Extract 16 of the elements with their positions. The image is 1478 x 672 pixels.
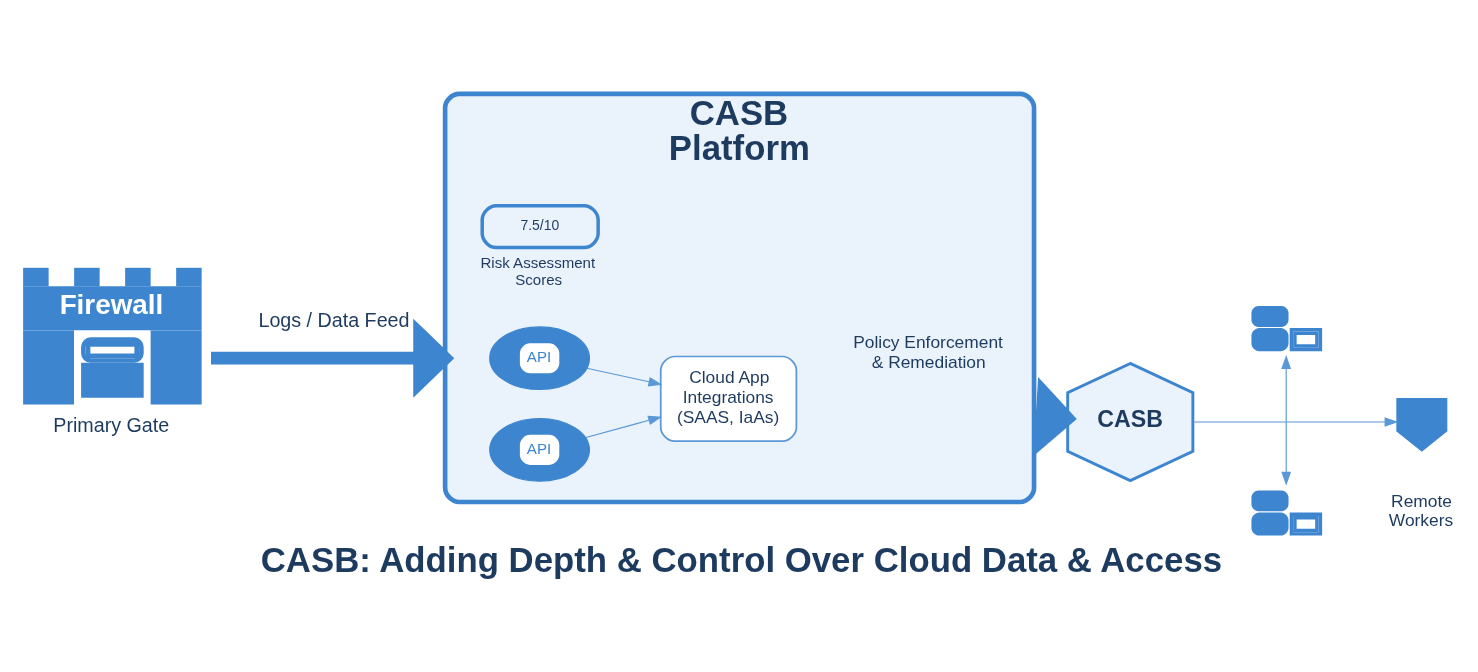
arrow xyxy=(1192,416,1399,427)
node-box: 7.5/10 xyxy=(480,203,600,249)
arrow xyxy=(585,415,663,438)
edge-label: Logs / Data Feed xyxy=(258,308,410,331)
arrow xyxy=(586,367,663,386)
node-label: Primary Gate xyxy=(53,413,170,436)
node-label: Risk Assessment Scores xyxy=(480,253,596,287)
diagram-title: CASB: Adding Depth & Control Over Cloud Data & Access xyxy=(260,540,1223,579)
node-ellipse: API xyxy=(489,417,591,482)
node-shield xyxy=(1396,397,1448,452)
arrow xyxy=(1281,354,1292,486)
node-ellipse: API xyxy=(489,325,591,390)
node-box: Cloud App Integrations (SAAS, IaAs) xyxy=(659,355,798,442)
label: Policy Enforcement & Remediation xyxy=(853,331,1003,372)
arrow xyxy=(211,318,455,398)
label: Remote Workers xyxy=(1388,490,1454,530)
